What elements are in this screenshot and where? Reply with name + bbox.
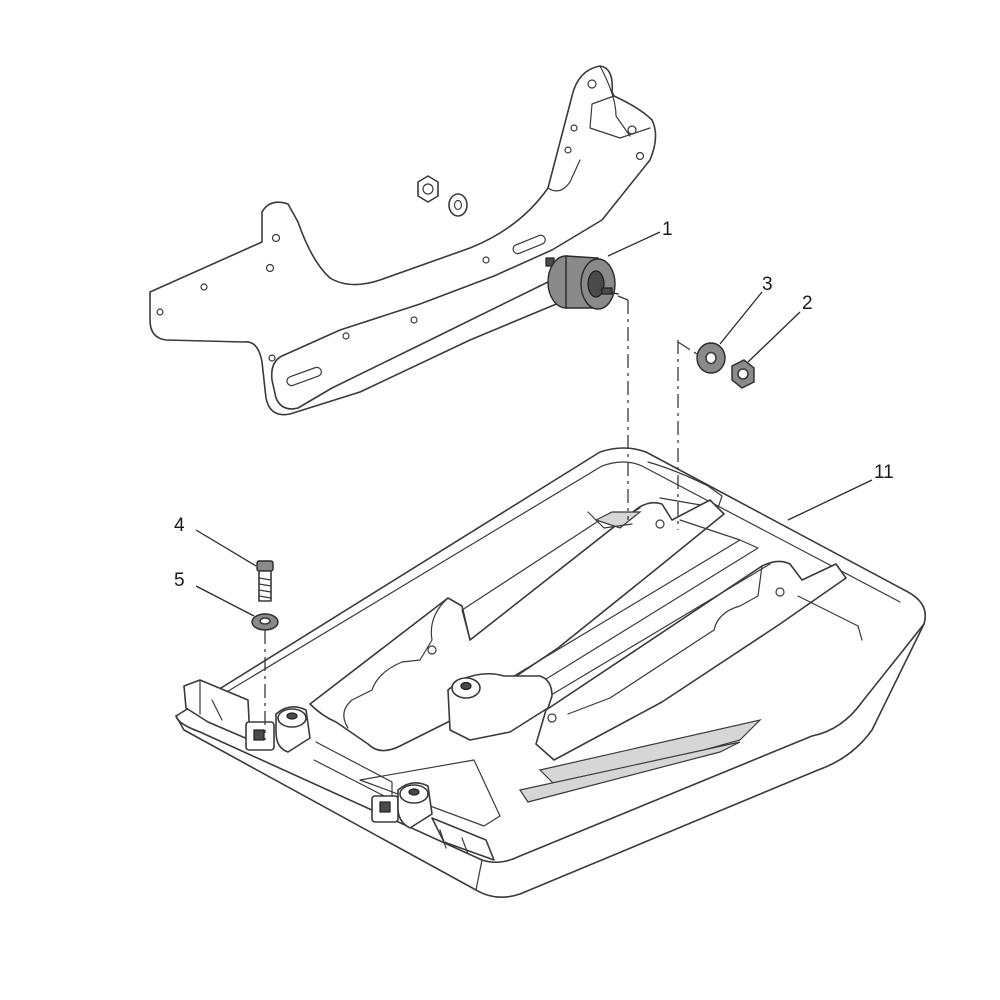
leader-lines [195,231,873,617]
base-tray [175,447,927,898]
bracket-nut-washer [417,175,468,217]
washer [696,342,726,374]
mounting-bracket [149,65,657,416]
rubber-mount [545,255,619,310]
callout-11: 11 [874,462,894,483]
callout-4: 4 [174,515,185,536]
callout-2: 2 [802,293,813,314]
callout-5: 5 [174,570,185,591]
bolt [256,560,274,602]
callout-1: 1 [662,219,673,240]
lock-washer [251,613,279,631]
assembly-lines [264,295,701,740]
nut [731,359,755,389]
callout-3: 3 [762,274,773,295]
